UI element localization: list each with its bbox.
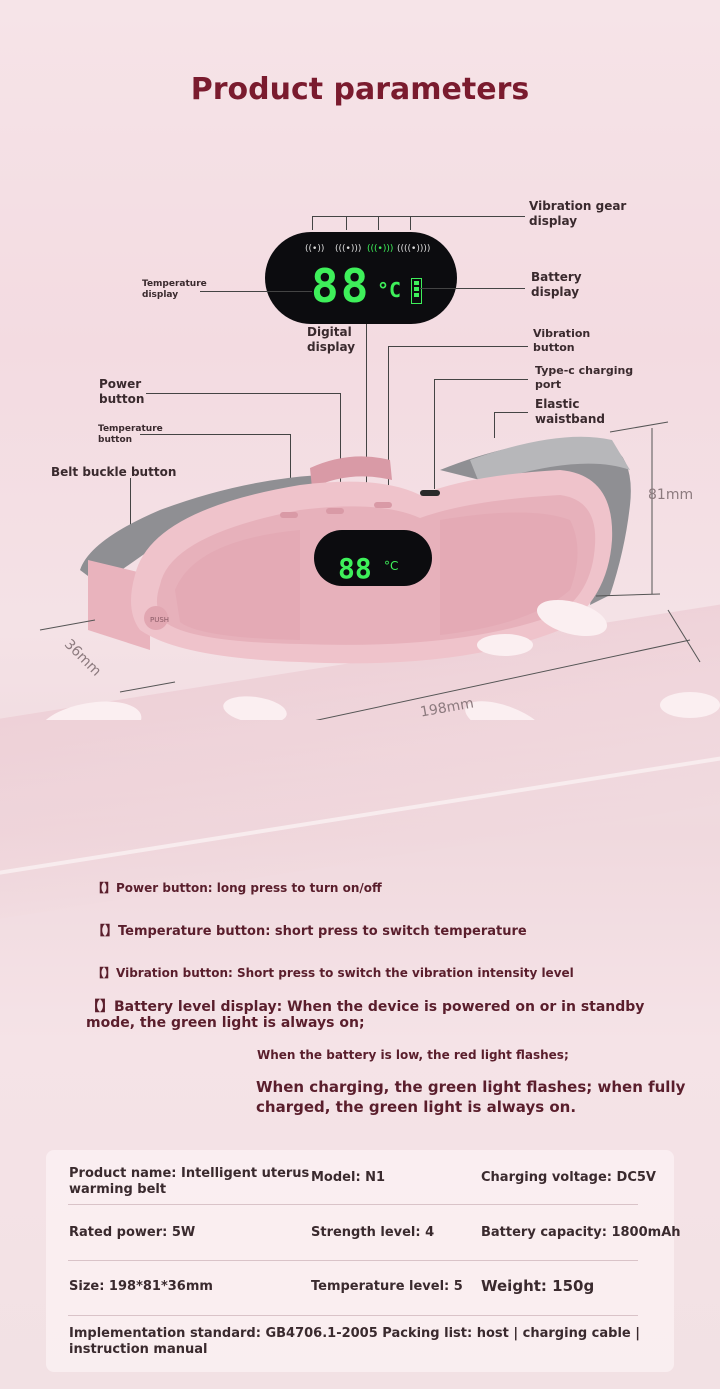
note-temperature-button: 【】Temperature button: short press to swi… [92, 924, 527, 939]
note-charging-line2: charged, the green light is always on. [256, 1098, 577, 1116]
spec-strength-level: Strength level: 4 [311, 1225, 435, 1240]
vibration-level-3-icon: (((•))) [367, 244, 394, 254]
spec-product-name: Product name: Intelligent uterus warming… [69, 1166, 310, 1197]
page-title: Product parameters [190, 72, 530, 107]
label-elastic-waistband: Elastic waistband [535, 397, 605, 426]
label-belt-buckle-button: Belt buckle button [51, 465, 177, 479]
svg-text:°C: °C [384, 559, 398, 573]
note-battery-line2: mode, the green light is always on; [86, 1015, 365, 1031]
label-digital-display: Digital display [307, 325, 356, 354]
spec-size: Size: 198*81*36mm [69, 1279, 213, 1294]
note-battery-line1: 【】Battery level display: When the device… [86, 999, 645, 1015]
vibration-button [374, 502, 392, 508]
battery-icon [411, 278, 422, 304]
spec-charging-voltage: Charging voltage: DC5V [481, 1170, 656, 1185]
svg-text:PUSH: PUSH [150, 616, 169, 624]
temperature-button [280, 512, 298, 518]
label-temperature-display: Temperature display [142, 279, 207, 300]
spec-standard-packing: Implementation standard: GB4706.1-2005 P… [69, 1326, 640, 1357]
spec-weight: Weight: 150g [481, 1277, 595, 1295]
leader-temperature-button [140, 434, 290, 435]
leader-power [146, 393, 340, 394]
note-low-battery: When the battery is low, the red light f… [257, 1048, 569, 1062]
leader-tick-4 [410, 216, 411, 230]
label-battery-display: Battery display [531, 270, 582, 299]
leader-typec-v [434, 379, 435, 489]
spec-separator-2 [68, 1260, 638, 1261]
spec-separator-1 [68, 1204, 638, 1205]
spec-temperature-level: Temperature level: 5 [311, 1279, 463, 1294]
note-charging-line1: When charging, the green light flashes; … [256, 1078, 686, 1096]
strap-loop [310, 456, 392, 488]
power-button [326, 508, 344, 514]
device-illustration: 88 °C PUSH [38, 421, 720, 720]
leader-temperature-button-v [290, 434, 291, 510]
typec-port [420, 490, 440, 496]
leader-tick-2 [346, 216, 347, 230]
temperature-unit: °C [377, 278, 402, 302]
spec-separator-3 [68, 1315, 638, 1316]
leader-tick-1 [312, 216, 313, 230]
label-temperature-button: Temperature button [98, 424, 163, 445]
note-power-button: 【】Power button: long press to turn on/of… [92, 881, 382, 895]
label-power-button: Power button [99, 377, 145, 406]
leader-waistband [494, 412, 528, 413]
vibration-level-1-icon: ((•)) [305, 244, 325, 254]
spec-rated-power: Rated power: 5W [69, 1225, 196, 1240]
leader-buckle [130, 478, 131, 560]
dimension-height: 81mm [648, 487, 694, 503]
vibration-level-4-icon: ((((•)))) [397, 244, 431, 254]
svg-text:88: 88 [338, 552, 372, 585]
leader-vibration-button-v [388, 346, 389, 496]
vibration-level-2-icon: (((•))) [335, 244, 362, 254]
leader-tick-3 [378, 216, 379, 230]
label-typec-port: Type-c charging port [535, 364, 634, 391]
leader-typec [434, 379, 528, 380]
leader-vibration-button [388, 346, 528, 347]
leader-battery [420, 288, 525, 289]
spec-table [46, 1150, 674, 1372]
note-vibration-button: 【】Vibration button: Short press to switc… [92, 966, 574, 980]
display-panel-closeup: ((•)) (((•))) (((•))) ((((•)))) 88 °C [265, 232, 457, 324]
leader-digital-display [366, 324, 367, 502]
device-display [314, 530, 432, 586]
leader-temperature-display [200, 291, 312, 292]
spec-model: Model: N1 [311, 1170, 386, 1185]
leader-waistband-v [494, 412, 495, 438]
leader-power-v [340, 393, 341, 503]
spec-battery-capacity: Battery capacity: 1800mAh [481, 1225, 681, 1240]
label-vibration-gear-display: Vibration gear display [529, 199, 627, 228]
buckle-button [144, 606, 168, 630]
leader-vibration-gear [312, 216, 525, 217]
label-vibration-button: Vibration button [533, 327, 591, 354]
temperature-digits: 88 [311, 259, 371, 313]
